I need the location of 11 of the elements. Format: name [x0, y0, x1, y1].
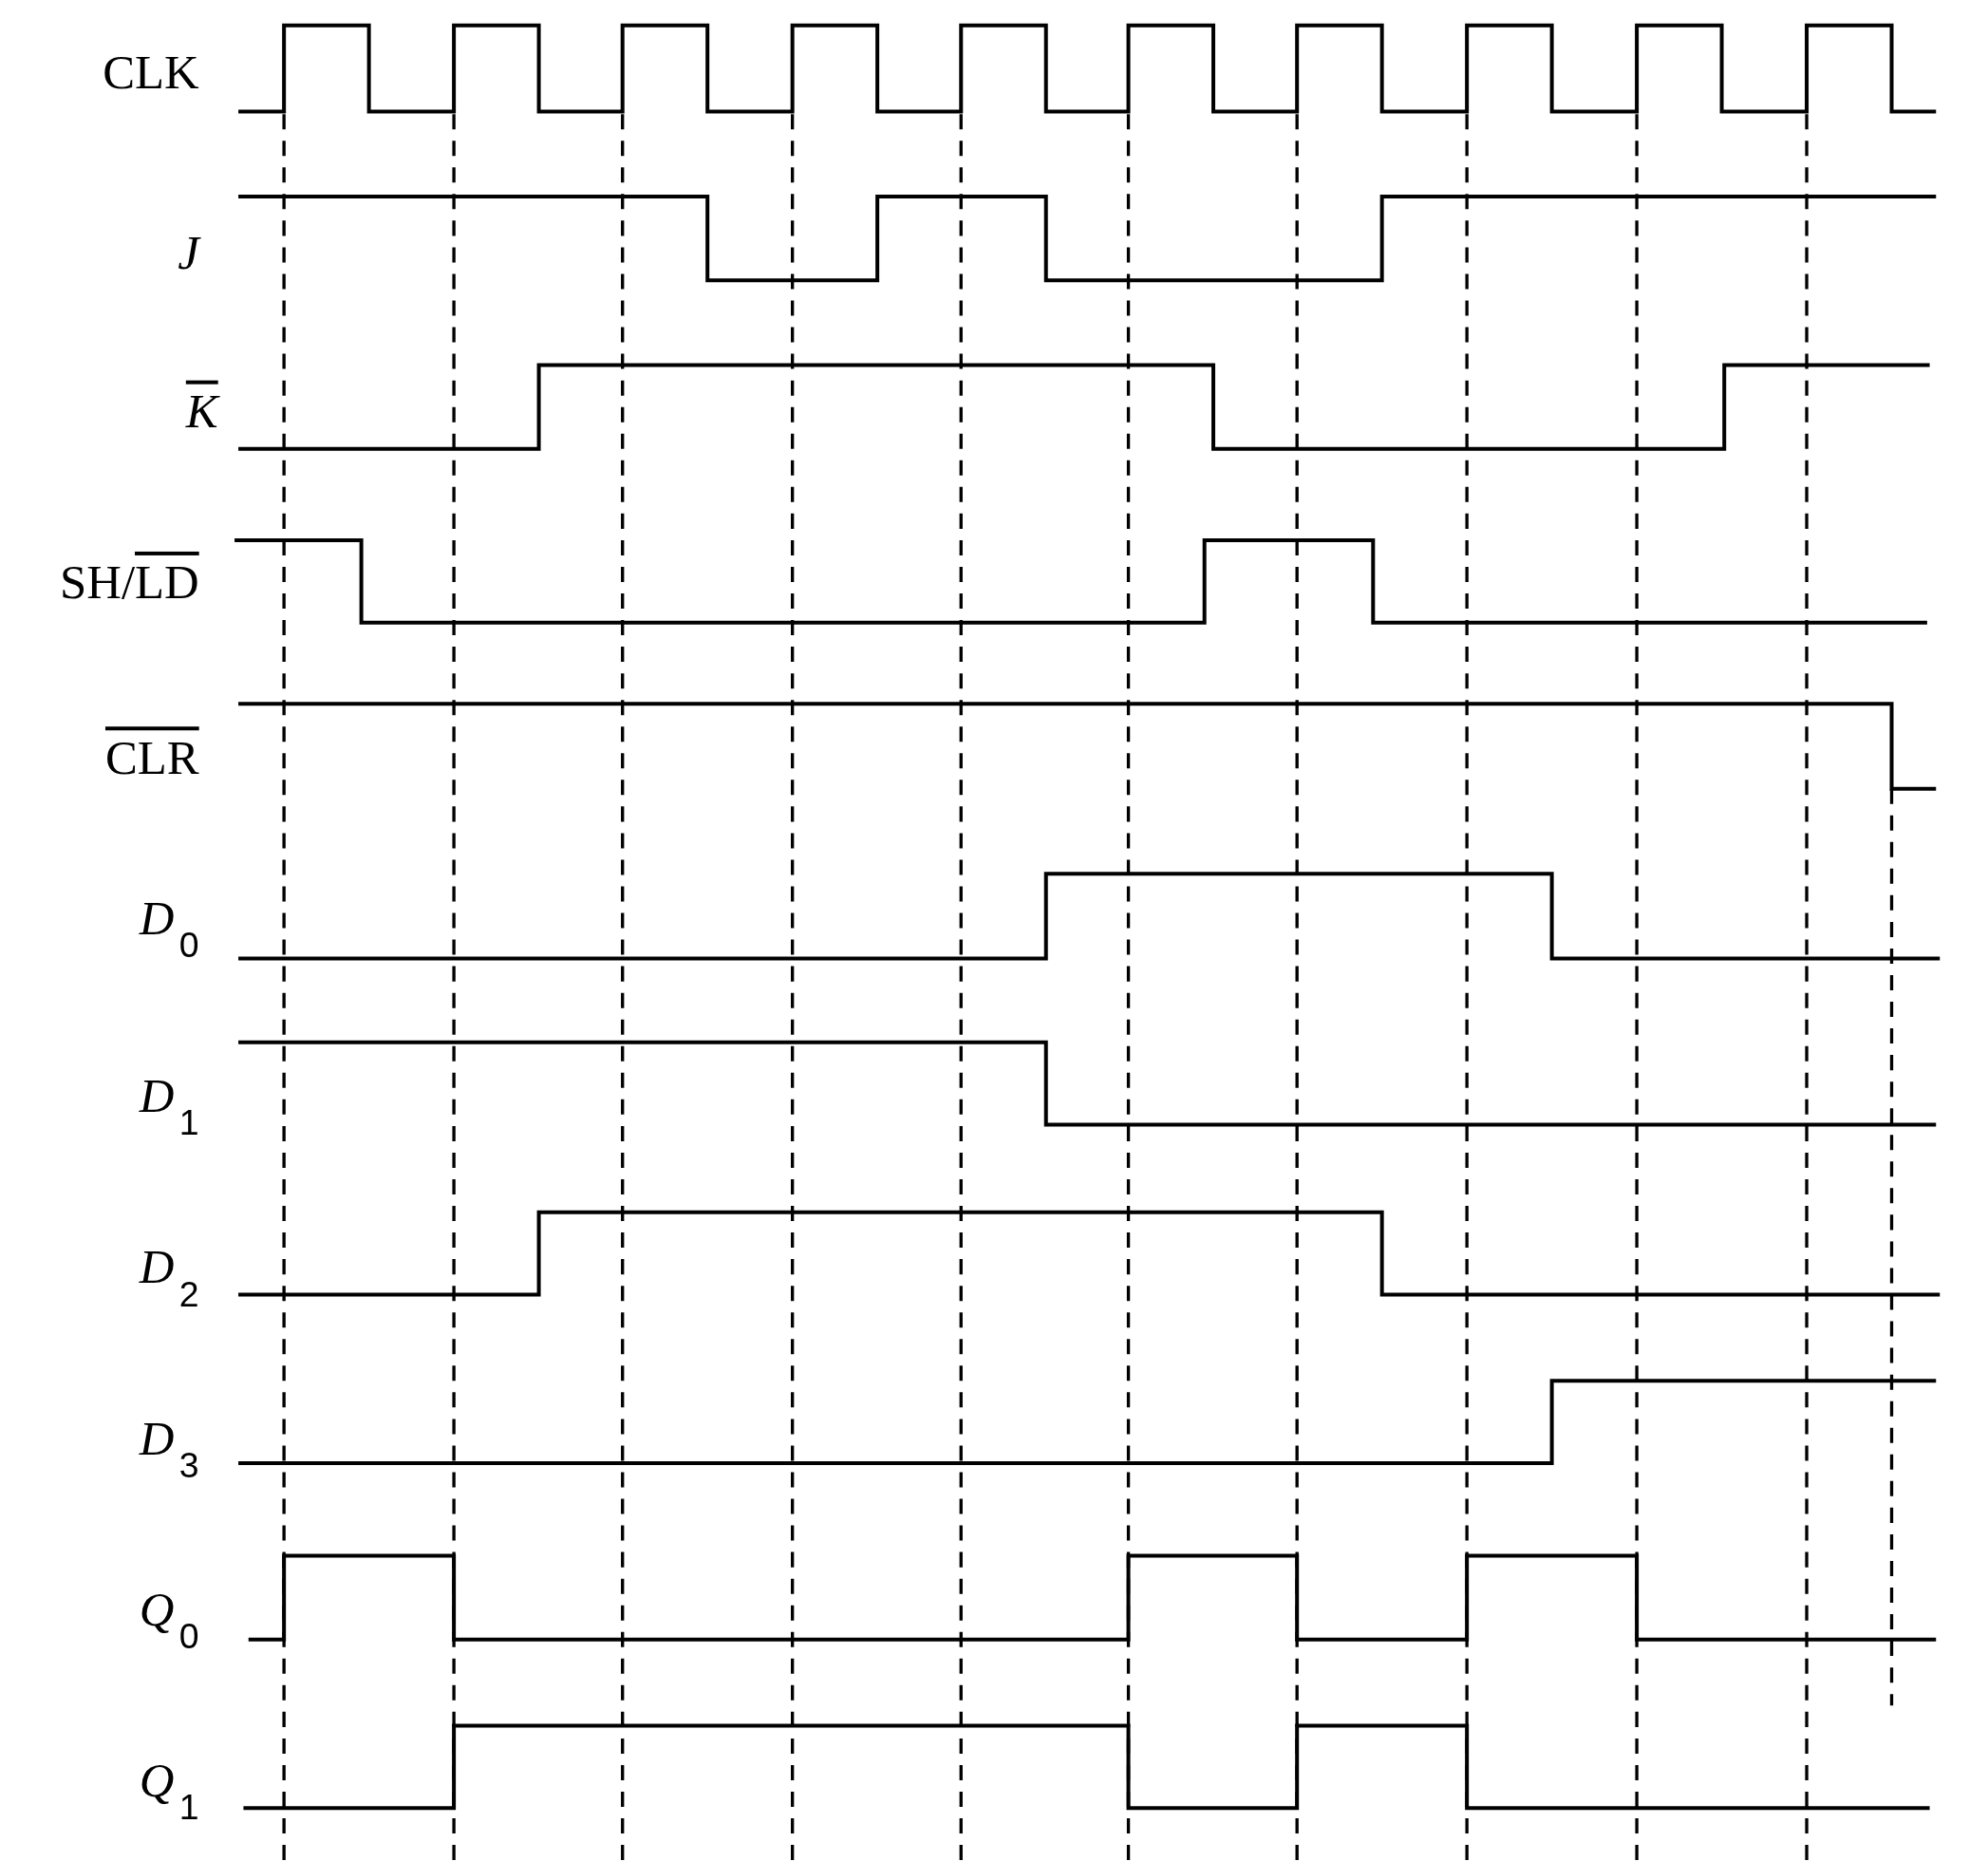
signal-name: Q$_{0}$	[139, 1585, 199, 1655]
signal-name: K	[185, 386, 218, 436]
signal-name: D$_{3}$	[139, 1414, 199, 1484]
signal-name: J	[178, 228, 199, 277]
signal-name: CLK	[103, 47, 199, 97]
signal-name: Q$_{1}$	[139, 1756, 199, 1827]
signal-name: SH/LD	[60, 557, 199, 607]
signal-name: D$_{0}$	[139, 893, 199, 964]
signal-name: D$_{1}$	[139, 1071, 199, 1141]
signal-name: CLR	[104, 732, 199, 781]
signal-name: D$_{2}$	[139, 1242, 199, 1313]
